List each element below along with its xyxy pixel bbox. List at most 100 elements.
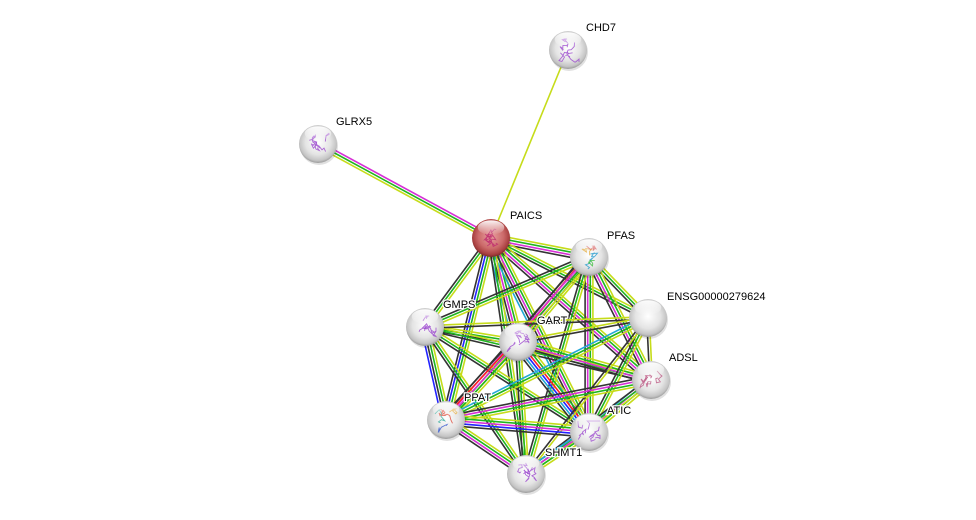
node-ENSG00000279624[interactable]: ENSG00000279624 (629, 290, 767, 339)
edge-line-neighborhood (525, 256, 590, 475)
edge-line-experiments (445, 419, 590, 433)
node-GART[interactable]: GART (499, 314, 569, 363)
node-label: ADSL (669, 352, 698, 364)
edge-line-experiments (587, 257, 651, 381)
edge-line-coexpression (514, 342, 525, 475)
node-PAICS[interactable]: PAICS (472, 209, 543, 259)
node-label: GLRX5 (336, 116, 372, 128)
edge-PAICS-GLRX5[interactable] (316, 140, 493, 242)
node-gloss (432, 402, 460, 417)
node-label: GART (537, 315, 568, 327)
edge-line-coexpression (425, 318, 649, 330)
edge-line-text_mining (490, 49, 569, 239)
edge-line-experiments (445, 377, 651, 420)
node-GMPS[interactable]: GMPS (406, 298, 477, 348)
edge-line-coexpression (445, 375, 651, 417)
edge-line-coexpression (516, 344, 651, 385)
edge-line-text_mining (426, 325, 529, 473)
node-PPAT[interactable]: PPAT (427, 391, 493, 441)
edge-line-text_mining (424, 315, 648, 327)
edge-line-text_mining (446, 414, 590, 428)
edge-line-coexpression (487, 240, 649, 384)
edge-GMPS-SHMT1[interactable] (422, 325, 529, 476)
edge-line-cooccurrence (516, 342, 589, 434)
edge-GART-ENSG00000279624[interactable] (517, 315, 649, 345)
node-PFAS[interactable]: PFAS (570, 229, 636, 278)
edge-line-coexpression (423, 253, 589, 326)
edge-line-neighborhood (446, 380, 652, 423)
edge-line-neighborhood (424, 256, 590, 328)
node-gloss (512, 456, 540, 471)
edge-line-text_mining (316, 145, 491, 242)
edge-line-text_mining (425, 324, 591, 431)
edge-line-coexpression (489, 239, 648, 322)
node-label: PFAS (607, 230, 635, 242)
edge-line-neighborhood (588, 317, 649, 433)
edge-line-neighborhood (317, 143, 492, 239)
node-gloss (304, 126, 332, 141)
edge-PAICS-CHD7[interactable] (490, 49, 569, 239)
edge-line-text_mining (449, 238, 496, 422)
edge-line-neighborhood (446, 238, 494, 421)
node-label: CHD7 (586, 22, 616, 34)
edge-line-coexpression (524, 316, 648, 474)
node-label: PPAT (464, 392, 491, 404)
node-gloss (575, 414, 603, 429)
edge-line-neighborhood (424, 326, 590, 433)
edge-line-neighborhood (424, 326, 527, 475)
edge-line-text_mining (517, 315, 648, 342)
node-ATIC[interactable]: ATIC (570, 404, 633, 453)
edge-line-databases (444, 314, 648, 419)
edge-line-neighborhood (517, 341, 527, 475)
edge-line-coexpression (518, 318, 649, 345)
node-gloss (411, 309, 439, 324)
edge-line-cooccurrence (445, 421, 589, 436)
edge-line-coexpression (422, 328, 525, 476)
node-GLRX5[interactable]: GLRX5 (299, 115, 373, 165)
edge-line-databases (514, 343, 587, 435)
edge-PFAS-GMPS[interactable] (423, 253, 591, 331)
node-ADSL[interactable]: ADSL (632, 351, 699, 401)
edge-GMPS-ATIC[interactable] (423, 324, 591, 435)
edge-line-text_mining (446, 319, 650, 424)
edge-line-coexpression (441, 236, 488, 420)
edge-line-text_mining (425, 258, 591, 331)
node-gloss (637, 362, 665, 377)
node-gloss (575, 239, 603, 254)
node-gloss (477, 220, 505, 235)
edge-GART-ATIC[interactable] (512, 337, 595, 437)
edge-line-neighborhood (520, 339, 593, 431)
node-gloss (634, 300, 662, 315)
node-label: GMPS (443, 299, 475, 311)
edge-line-coexpression (423, 328, 589, 435)
node-gloss (554, 32, 582, 47)
edge-line-experiments (318, 140, 493, 237)
node-CHD7[interactable]: CHD7 (549, 21, 617, 71)
edge-line-fusion (518, 340, 591, 432)
edge-line-experiments (517, 342, 651, 382)
node-label: PAICS (510, 210, 542, 222)
edge-PPAT-ATIC[interactable] (445, 414, 590, 438)
edge-PAICS-PPAT[interactable] (441, 236, 496, 422)
edge-line-neighborhood (518, 340, 652, 380)
edge-line-text_mining (522, 337, 595, 429)
edge-line-text_mining (591, 254, 656, 379)
edge-line-coexpression (445, 424, 589, 438)
edge-line-cooccurrence (443, 237, 491, 420)
edge-line-text_mining (494, 235, 595, 431)
node-gloss (504, 324, 532, 339)
node-SHMT1[interactable]: SHMT1 (507, 446, 584, 495)
node-label: ATIC (607, 405, 631, 417)
node-label: SHMT1 (545, 447, 582, 459)
edge-line-text_mining (518, 337, 653, 378)
edge-GMPS-ENSG00000279624[interactable] (424, 315, 649, 330)
edge-ADSL-PPAT[interactable] (445, 375, 652, 425)
edge-line-neighborhood (445, 317, 649, 421)
edge-ENSG00000279624-PPAT[interactable] (444, 314, 650, 424)
edge-GART-ADSL[interactable] (516, 337, 653, 385)
node-label: ENSG00000279624 (667, 291, 765, 303)
edge-line-coexpression (512, 345, 585, 437)
edge-line-neighborhood (446, 416, 590, 431)
